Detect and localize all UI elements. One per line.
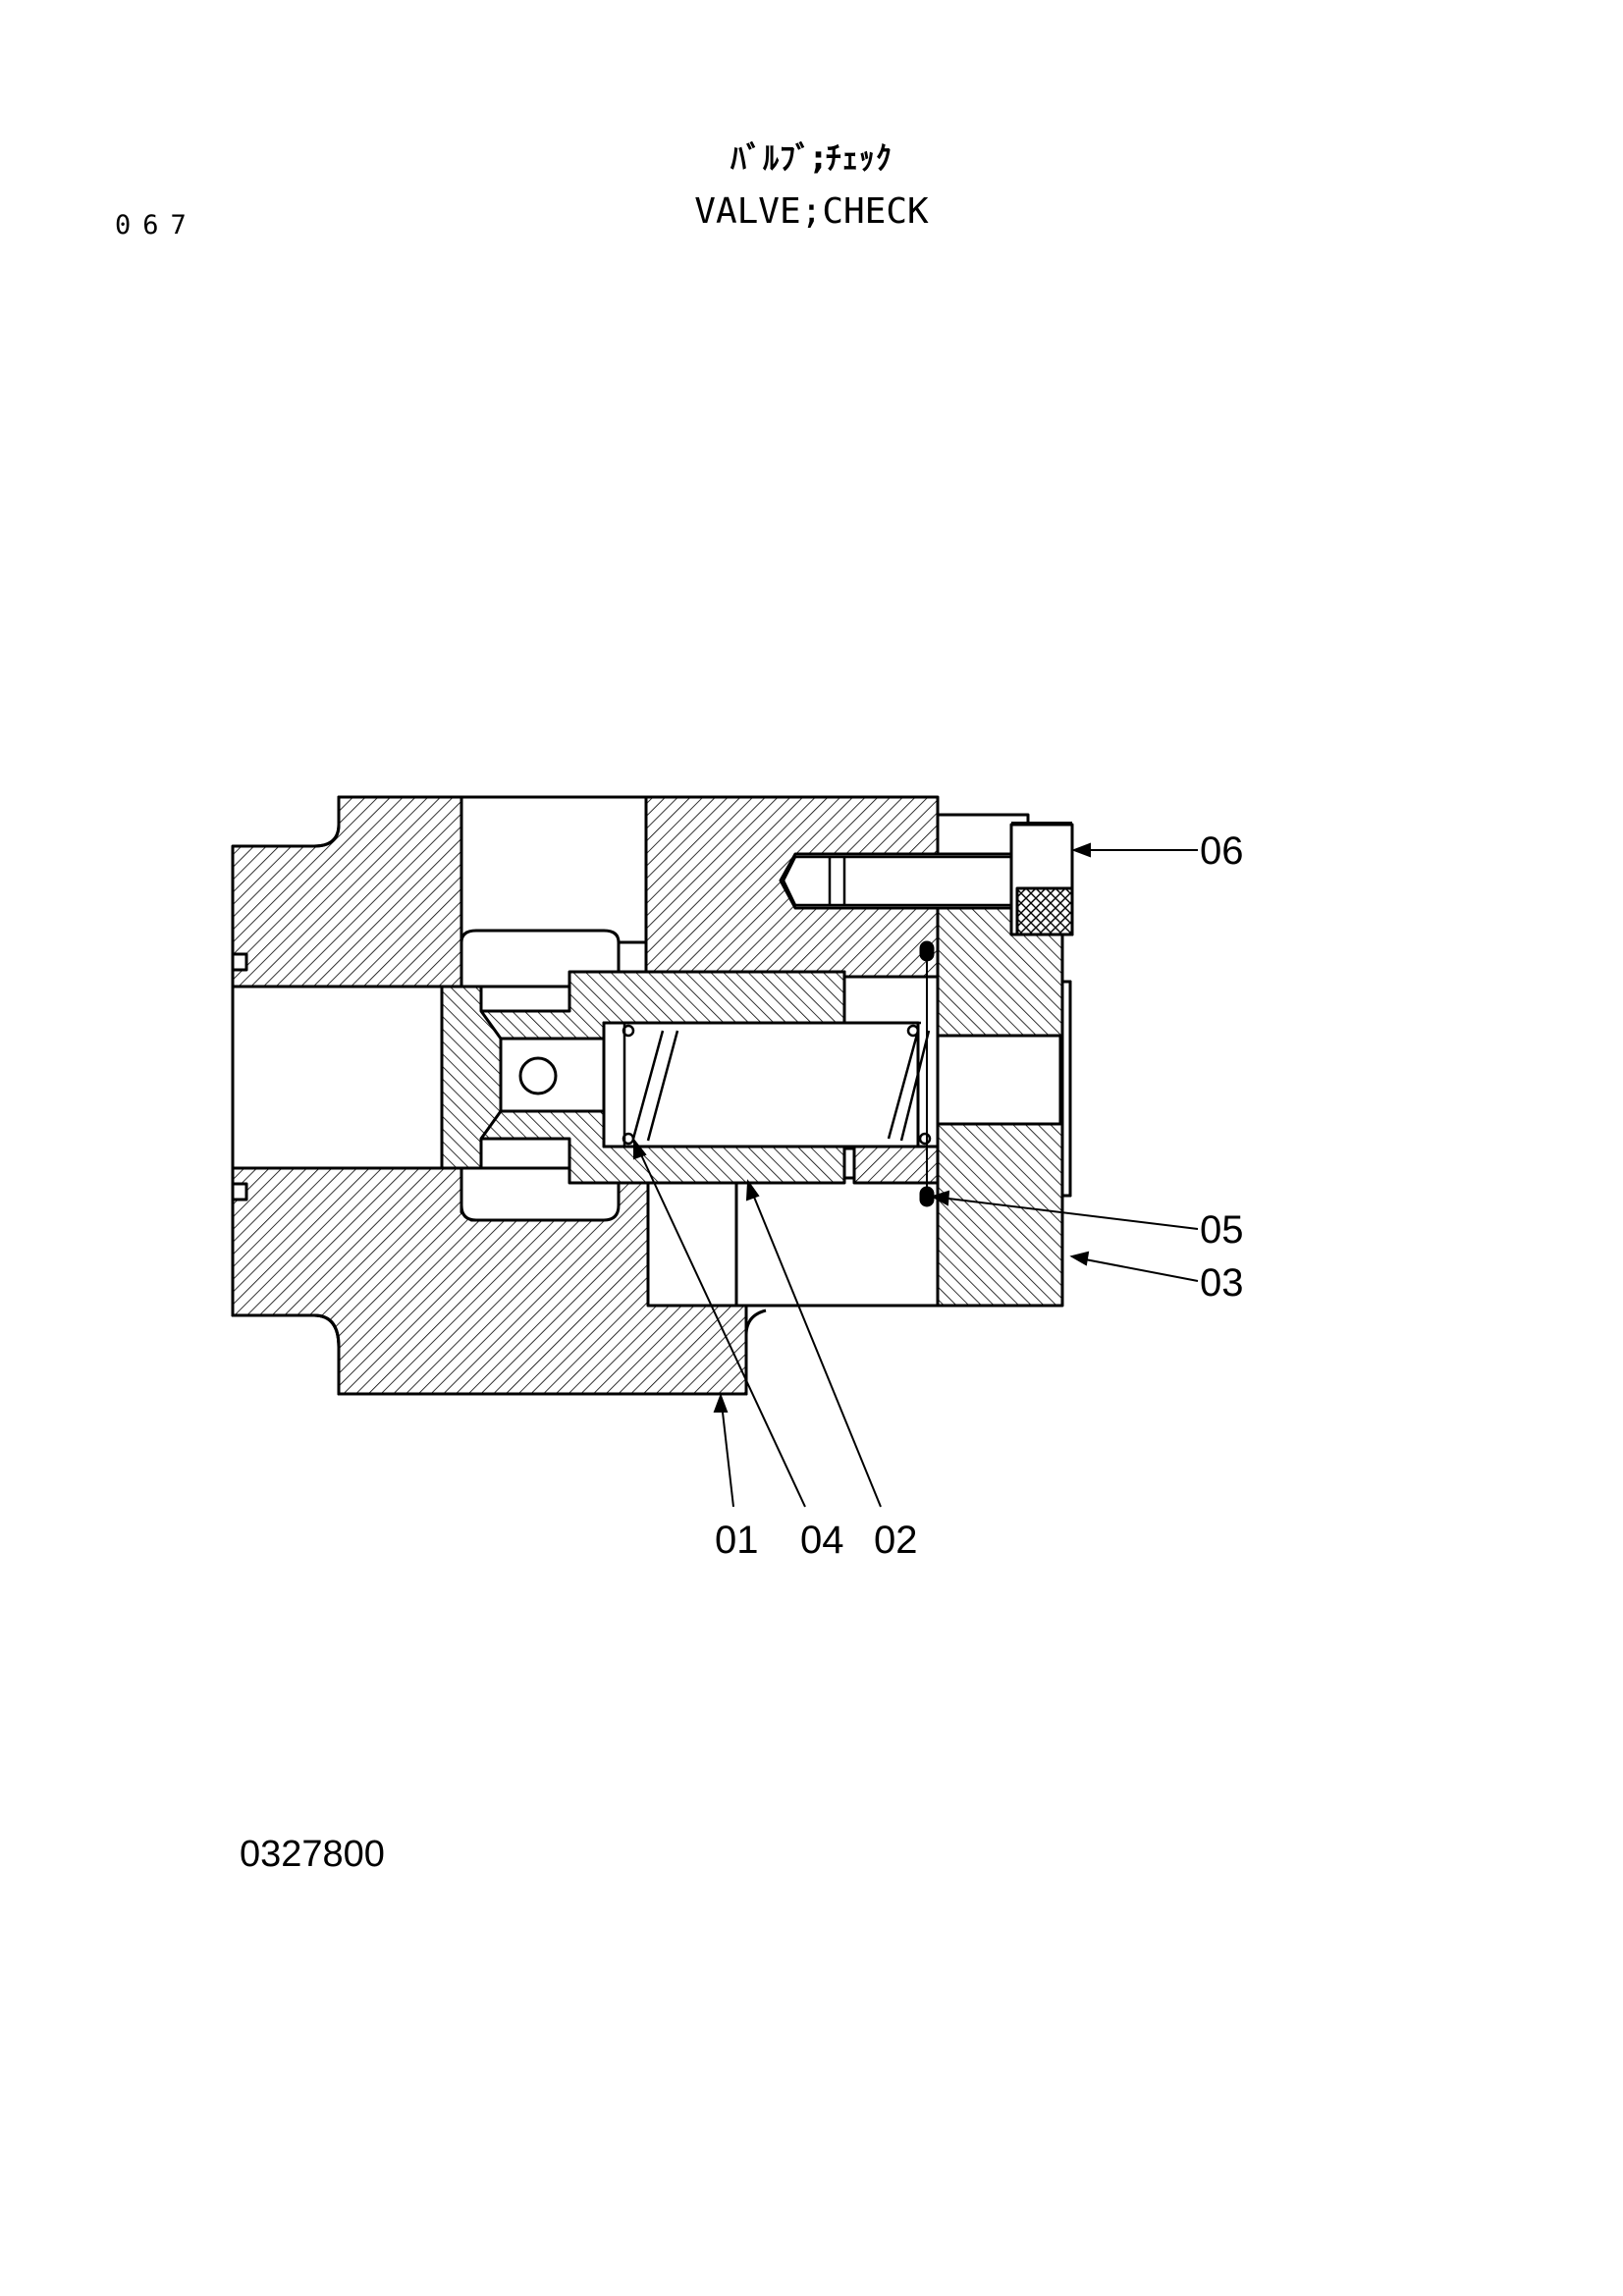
bolt-head-knurl — [1015, 886, 1074, 936]
callout-06: 06 — [1200, 829, 1244, 873]
leader-lines — [633, 842, 1199, 1508]
o-ring-upper — [919, 940, 935, 962]
spring — [622, 1021, 932, 1148]
spring-chamber — [602, 1021, 920, 1148]
callout-01: 01 — [715, 1519, 759, 1562]
inlet-bore — [231, 985, 451, 1170]
poppet-orifice — [518, 1056, 558, 1095]
port-channel — [460, 795, 648, 944]
title-japanese: ﾊﾞﾙﾌﾞ;ﾁｪｯｸ — [730, 139, 893, 177]
callout-05: 05 — [1200, 1208, 1244, 1252]
callout-02: 02 — [874, 1519, 918, 1562]
plug-bore — [936, 1034, 1062, 1126]
body-outline — [231, 795, 938, 1396]
bolt-shank — [782, 855, 1013, 907]
bolt-hole — [779, 852, 1013, 910]
callout-04: 04 — [800, 1519, 844, 1562]
title-english: VALVE;CHECK — [694, 191, 929, 232]
body-left-upper — [231, 795, 463, 988]
plug-face-rib — [1060, 980, 1072, 1198]
page-number: 067 — [115, 210, 198, 240]
part-code: 0327800 — [240, 1834, 385, 1875]
callout-03: 03 — [1200, 1261, 1244, 1305]
